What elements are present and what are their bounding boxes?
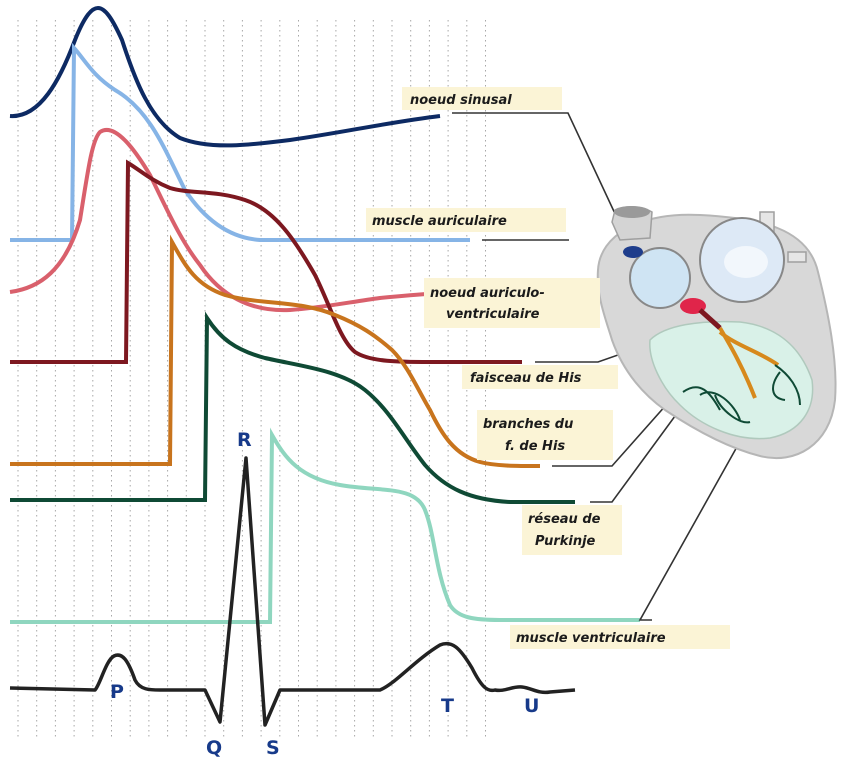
label-bg-muscle-auriculaire (366, 208, 566, 232)
structure-labels: noeud sinusal muscle auriculaire noeud a… (366, 87, 730, 649)
label-muscle-auriculaire: muscle auriculaire (372, 214, 507, 229)
curve-reseau-de-purkinje (10, 311, 575, 504)
heart-illustration (596, 206, 837, 460)
label-faisceau-de-his: faisceau de His (470, 371, 582, 386)
ecg-label-u: U (524, 695, 539, 717)
label-purkinje-line1: réseau de (528, 512, 601, 527)
curve-faisceau-de-his (10, 159, 522, 364)
ecg-label-r: R (237, 429, 252, 451)
label-branches-line2: f. de His (505, 439, 565, 454)
ecg-trace (9, 456, 576, 727)
bundle-of-his (698, 308, 722, 330)
sinoatrial-node (623, 246, 643, 258)
curve-noeud-sinusal (9, 5, 441, 148)
label-purkinje-line2: Purkinje (535, 534, 596, 549)
ecg-label-q: Q (206, 737, 222, 757)
ecg-wave-labels: P Q R S T U (110, 429, 539, 757)
label-branches-line1: branches du (483, 417, 573, 432)
label-bg-faisceau-his (462, 365, 618, 389)
curve-muscle-auriculaire (10, 42, 470, 242)
ecg-label-t: T (441, 695, 454, 717)
leader-noeud-sinusal (452, 112, 633, 251)
ecg-label-s: S (266, 737, 280, 757)
label-muscle-ventriculaire: muscle ventriculaire (516, 631, 666, 646)
label-noeud-av-line2: ventriculaire (446, 307, 540, 322)
atrioventricular-node (680, 298, 706, 314)
heart-ventricle (649, 320, 814, 440)
label-noeud-sinusal: noeud sinusal (410, 93, 512, 108)
label-bg-noeud-av (424, 278, 600, 328)
label-bg-noeud-sinusal (402, 87, 562, 110)
right-atrium (629, 247, 691, 309)
ecg-label-p: P (110, 681, 124, 703)
leader-ventriculaire (638, 444, 739, 621)
label-bg-muscle-ventriculaire (510, 625, 730, 649)
curve-branches-du-faisceau-de-his (10, 234, 541, 468)
curve-muscle-ventriculaire (10, 427, 640, 624)
curve-noeud-auriculo-ventriculaire (9, 128, 491, 313)
purkinje-fibers (699, 364, 801, 424)
label-noeud-av-line1: noeud auriculo- (430, 286, 545, 301)
bundle-branches (718, 326, 780, 399)
label-bg-purkinje (522, 505, 622, 555)
label-bg-branches (477, 410, 613, 460)
time-grid (17, 20, 486, 738)
